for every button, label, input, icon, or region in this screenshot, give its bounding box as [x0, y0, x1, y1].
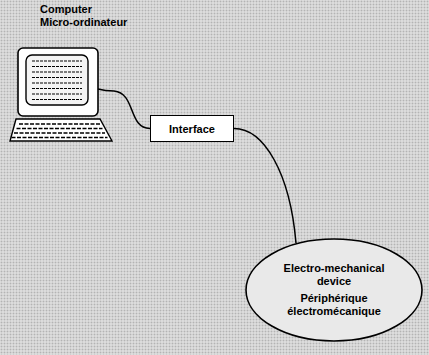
- node-label: Electro-mechanical device: [270, 262, 398, 288]
- box-label: Interface: [169, 123, 215, 135]
- computer-node: ComputerMicro-ordinateur: [10, 3, 114, 148]
- screen-line: [32, 82, 82, 83]
- keyboard-keys: [12, 137, 108, 139]
- keyboard: [10, 119, 112, 141]
- node-label: Périphérique électromécanique: [270, 292, 398, 318]
- screen-line: [32, 93, 82, 94]
- interface-box: Interface: [150, 115, 234, 142]
- node-heading: Computer: [10, 3, 114, 16]
- screen-line: [32, 66, 82, 67]
- screen-line: [32, 88, 82, 89]
- node-heading: Micro-ordinateur: [10, 16, 114, 29]
- screen-line: [32, 77, 82, 78]
- monitor-case: [18, 48, 98, 116]
- monitor-screen: [26, 55, 88, 105]
- screen-line: [32, 71, 82, 72]
- keyboard-keys: [19, 123, 100, 125]
- connector-line: [234, 129, 296, 243]
- keyboard-keys: [14, 132, 105, 134]
- computer-cable-stub: [98, 89, 114, 91]
- screen-line: [32, 60, 82, 61]
- keyboard-keys: [17, 128, 103, 130]
- ellipse-shape: [246, 239, 422, 341]
- ellipse-outline: [245, 238, 423, 342]
- device-ellipse: Electro-mechanical devicePériphérique él…: [245, 238, 423, 342]
- connector-line: [114, 91, 150, 129]
- ellipse-text-block: Electro-mechanical devicePériphérique él…: [270, 262, 398, 318]
- screen-line: [32, 99, 82, 100]
